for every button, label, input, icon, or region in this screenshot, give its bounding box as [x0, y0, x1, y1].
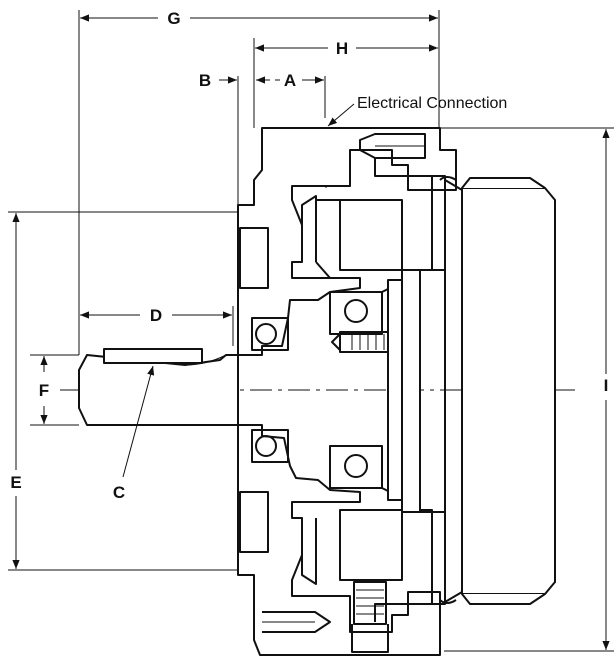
shaft	[78, 348, 239, 426]
label-d: D	[150, 306, 162, 325]
top-tapped-hole	[359, 133, 426, 159]
dimension-e: E	[10, 213, 22, 569]
rotor-plate	[387, 175, 463, 605]
label-i: I	[604, 376, 609, 395]
label-electrical-connection: Electrical Connection	[357, 95, 507, 112]
dimension-b: B	[199, 71, 270, 90]
output-flange	[439, 176, 556, 605]
label-b: B	[199, 71, 211, 90]
dimension-i: I	[602, 129, 610, 650]
dimension-g: G	[80, 9, 438, 28]
electrical-connection-callout: Electrical Connection	[327, 95, 507, 127]
dimension-h: H	[255, 39, 438, 58]
label-a: A	[284, 71, 296, 90]
dimension-f: F	[39, 356, 49, 424]
label-e: E	[10, 473, 21, 492]
dimension-d: D	[80, 306, 232, 325]
label-h: H	[336, 39, 348, 58]
set-screw	[351, 581, 389, 653]
housing	[237, 127, 457, 656]
dimension-c: C	[113, 365, 155, 502]
bearings	[251, 287, 391, 493]
extension-lines	[8, 10, 614, 652]
label-f: F	[39, 381, 49, 400]
bottom-tapped-hole	[262, 611, 331, 633]
dimension-a: A	[275, 71, 324, 90]
inner-features	[239, 195, 317, 585]
label-g: G	[167, 9, 180, 28]
shaft-key	[103, 348, 203, 364]
label-c: C	[113, 483, 125, 502]
